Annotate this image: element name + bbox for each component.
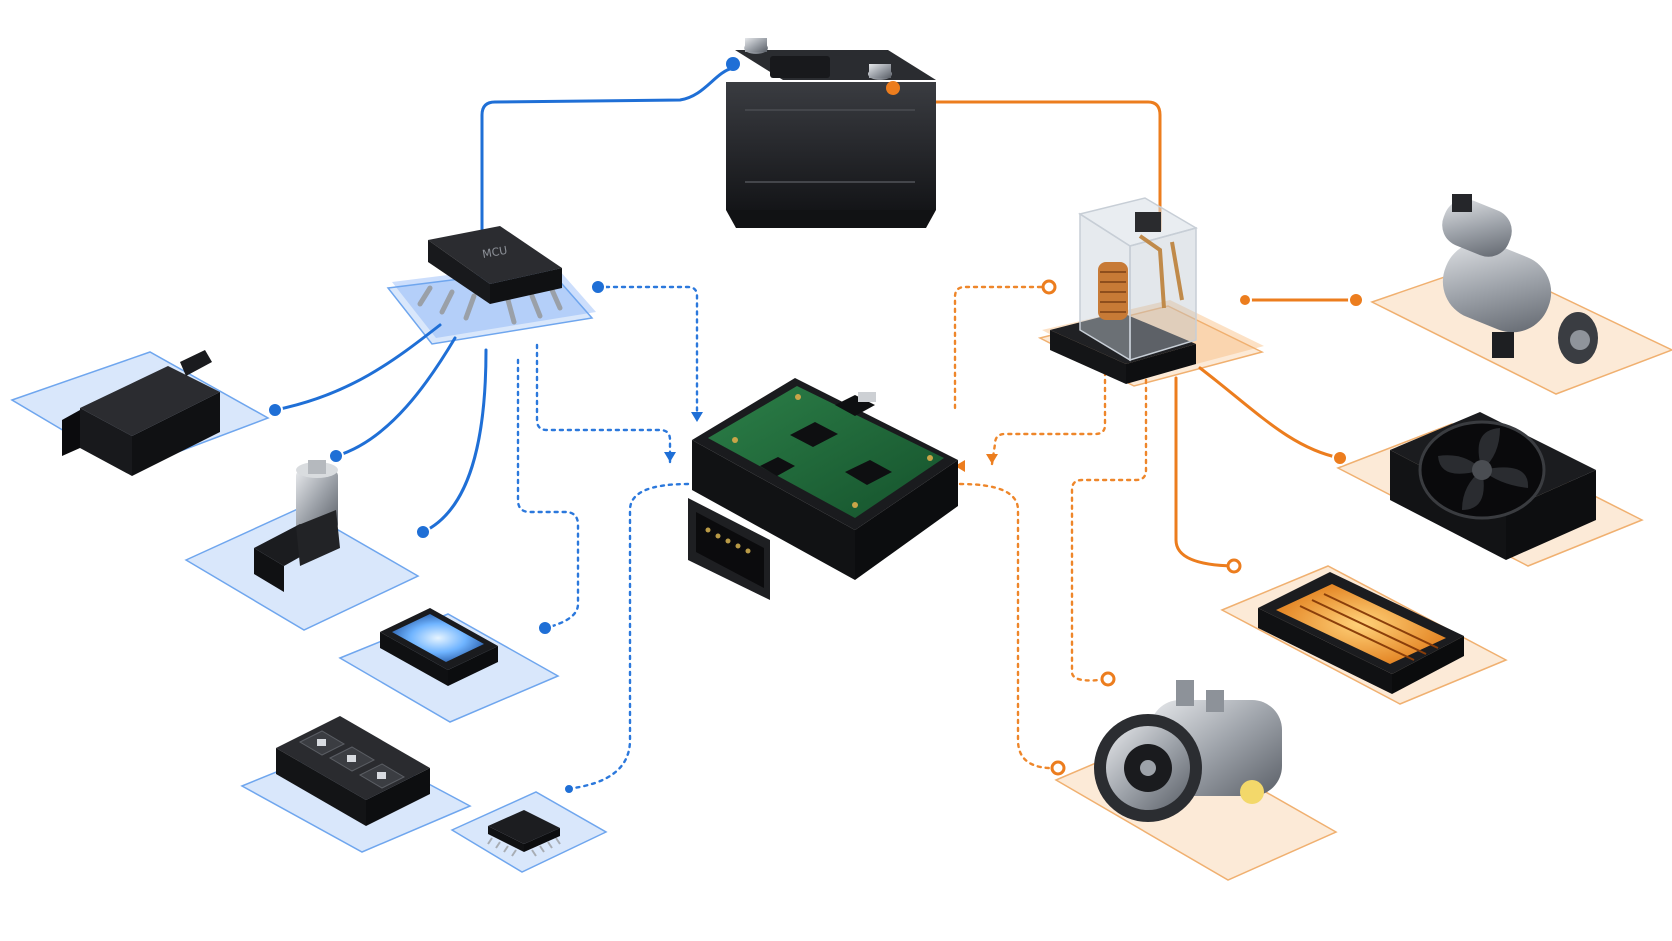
input-microcontroller: [487, 810, 561, 857]
input-key-fob: [276, 716, 430, 826]
heating-element-icon: [1258, 572, 1464, 694]
wire-signal-1: [596, 285, 699, 424]
relay: [1050, 197, 1198, 384]
wire-signal-6: [990, 370, 1107, 466]
ac-compressor-icon: [1094, 680, 1282, 822]
input-pressure-sensor: [254, 460, 340, 592]
connector-module-icon: [62, 350, 220, 476]
microcontroller-icon: [487, 810, 561, 857]
led-indicator-icon: [380, 608, 498, 686]
output-ac-compressor: [1094, 680, 1282, 822]
wire-signal-4: [564, 482, 690, 791]
output-starter-motor: [1442, 194, 1598, 364]
wire-signal-7: [1070, 378, 1148, 682]
wires: [273, 66, 1358, 791]
control-module: [688, 378, 958, 600]
cooling-fan-icon: [1390, 412, 1596, 560]
starter-motor-icon: [1442, 194, 1598, 364]
wire-terminals: [267, 279, 1364, 795]
key-fob-icon: [276, 716, 430, 826]
wire-signal-2: [535, 343, 672, 464]
ecu-module-icon: [688, 378, 958, 600]
wire-battery-ic: [480, 66, 735, 238]
wire-signal-8: [958, 482, 1060, 770]
input-connector-module: [62, 350, 220, 476]
wire-ic-led: [421, 348, 488, 534]
sensor-plate: [184, 507, 420, 631]
input-led-indicator: [380, 608, 498, 686]
wire-relay-heater: [1174, 376, 1236, 568]
pressure-sensor-icon: [254, 460, 340, 592]
battery-icon: [726, 38, 936, 228]
wire-ic-sensor: [334, 336, 457, 458]
wire-relay-fan: [1198, 366, 1342, 460]
wire-ic-connector: [273, 323, 442, 412]
battery: [726, 38, 936, 228]
output-heating-element: [1258, 572, 1464, 694]
ic-marking: MCU: [481, 244, 508, 261]
wire-signal-3: [516, 358, 580, 630]
wire-signal-5: [953, 285, 1051, 414]
output-cooling-fan: [1390, 412, 1596, 560]
ic-chip-icon: MCU: [417, 226, 563, 325]
driver-ic: MCU: [417, 226, 563, 325]
relay-icon: [1050, 197, 1198, 384]
